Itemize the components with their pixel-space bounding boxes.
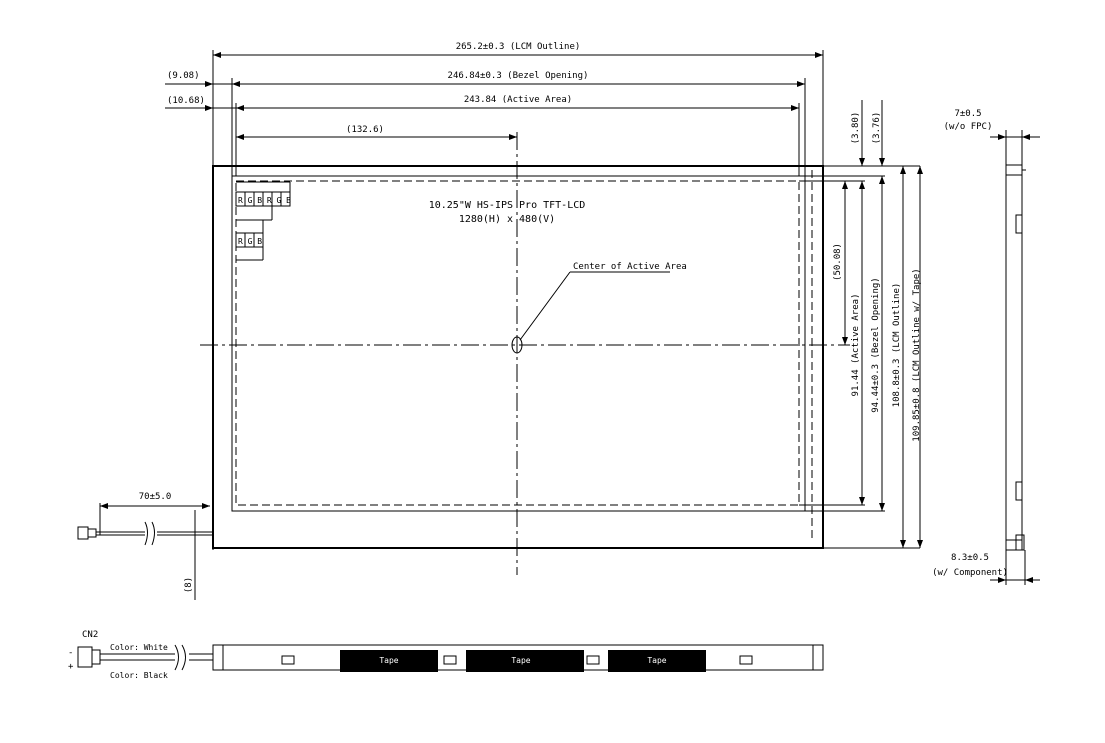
active-area-height-label: 91.44 (Active Area) xyxy=(851,294,861,397)
connector-label: CN2 xyxy=(82,630,98,640)
cable-offset-label: (8) xyxy=(184,577,194,593)
side-outline xyxy=(1005,164,1023,551)
thickness-fpc-note: (w/o FPC) xyxy=(944,122,993,132)
pixel-layout-detail: R G B R G B R G B xyxy=(235,181,291,261)
lcm-outline-height-label: 108.8±0.3 (LCM Outline) xyxy=(892,283,902,408)
top-offset-1-label: (3.80) xyxy=(851,112,861,145)
panel-resolution-text: 1280(H) x 480(V) xyxy=(459,214,555,225)
front-cable: 70±5.0 (8) xyxy=(77,492,212,600)
offset-1068-label: (10.68) xyxy=(167,96,205,106)
center-marker xyxy=(511,336,523,354)
pixel-rgb-row1: R G B R G B xyxy=(238,196,291,205)
wire-black-label: Color: Black xyxy=(110,671,168,680)
cable-length-label: 70±5.0 xyxy=(139,492,172,502)
tape-2-label: Tape xyxy=(511,656,530,665)
panel-model-text: 10.25"W HS-IPS Pro TFT-LCD xyxy=(429,200,586,211)
center-x-label: (132.6) xyxy=(346,125,384,135)
thickness-comp-label: 8.3±0.5 xyxy=(951,553,989,563)
bezel-opening-width-label: 246.84±0.3 (Bezel Opening) xyxy=(448,71,589,81)
center-y-label: (50.08) xyxy=(833,243,843,281)
tape-1-label: Tape xyxy=(379,656,398,665)
right-dimensions: (50.08) 91.44 (Active Area) 94.44±0.3 (B… xyxy=(799,100,923,549)
thickness-fpc-label: 7±0.5 xyxy=(954,109,981,119)
tape-1 xyxy=(340,650,438,672)
active-area-width-label: 243.84 (Active Area) xyxy=(464,95,572,105)
side-view: 7±0.5 (w/o FPC) 8.3±0.5 (w/ Component) xyxy=(932,109,1040,585)
front-view: Center of Active Area 10.25"W HS-IPS Pro… xyxy=(200,132,838,575)
bezel-opening-height-label: 94.44±0.3 (Bezel Opening) xyxy=(871,277,881,412)
plus-label: + xyxy=(68,662,74,672)
bottom-view: Tape Tape Tape CN2 - + Color: White Colo… xyxy=(68,630,824,680)
tape-2 xyxy=(466,650,584,672)
bezel-opening xyxy=(231,175,806,512)
lcm-outline xyxy=(212,165,824,549)
thickness-comp-note: (w/ Component) xyxy=(932,568,1008,578)
center-of-active-area-label: Center of Active Area xyxy=(573,262,687,272)
offset-908-label: (9.08) xyxy=(167,71,200,81)
tape-3-label: Tape xyxy=(647,656,666,665)
lcm-outline-width-label: 265.2±0.3 (LCM Outline) xyxy=(456,42,581,52)
tape-3 xyxy=(608,650,706,672)
pixel-rgb-row2: R G B xyxy=(238,237,262,246)
minus-label: - xyxy=(68,648,73,658)
lcm-outline-tape-height-label: 109.85±0.8 (LCM Outline w/ Tape) xyxy=(912,268,922,441)
top-offset-2-label: (3.76) xyxy=(872,112,882,145)
wire-white-label: Color: White xyxy=(110,643,168,652)
top-dimensions: 265.2±0.3 (LCM Outline) 246.84±0.3 (Beze… xyxy=(165,42,824,176)
